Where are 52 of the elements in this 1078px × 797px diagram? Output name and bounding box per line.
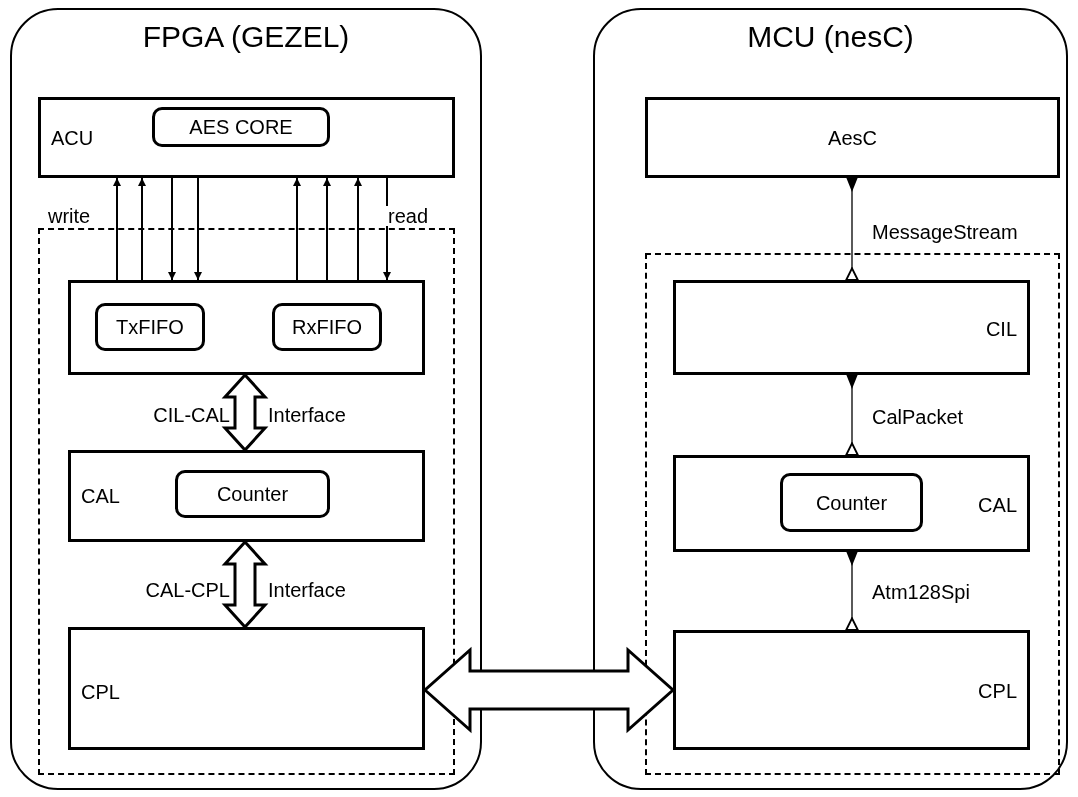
module-box <box>175 470 330 518</box>
edge-label: CalPacket <box>870 407 966 427</box>
edge-label: CIL-CAL <box>151 405 232 425</box>
layer-box <box>68 280 425 375</box>
signal-arrow <box>194 177 202 281</box>
layer-label: AesC <box>827 127 878 148</box>
text-label: Interface <box>266 405 348 425</box>
panel-title: FPGA (GEZEL) <box>141 22 351 52</box>
dashed-group-box <box>38 228 455 775</box>
interface-connector <box>845 177 859 281</box>
interface-connector <box>845 551 859 631</box>
device-panel <box>593 8 1068 790</box>
layer-box <box>673 455 1030 552</box>
signal-arrow <box>168 177 176 281</box>
layer-label: CAL <box>978 494 1017 515</box>
module-box <box>780 473 923 532</box>
double-block-arrow <box>221 372 269 453</box>
layer-label: CIL <box>985 318 1017 339</box>
layer-label: CPL <box>81 682 120 702</box>
layer-box <box>673 630 1030 750</box>
module-box <box>95 303 205 351</box>
module-label: Counter <box>814 492 889 513</box>
text-label: Interface <box>266 580 348 600</box>
layer-label: ACU <box>51 127 94 148</box>
module-label: AES CORE <box>188 117 294 137</box>
module-label: Counter <box>215 484 290 504</box>
layer-label: CAL <box>81 486 120 506</box>
text-label: write <box>46 206 93 226</box>
dashed-group-box <box>645 253 1060 775</box>
layer-box <box>645 97 1060 178</box>
double-block-arrow <box>221 539 269 630</box>
device-panel <box>10 8 482 790</box>
module-label: TxFIFO <box>115 317 185 337</box>
layer-box <box>673 280 1030 375</box>
module-box <box>272 303 382 351</box>
panel-title: MCU (nesC) <box>746 22 915 52</box>
layer-box <box>68 627 425 750</box>
edge-label: MessageStream <box>870 222 1020 242</box>
double-block-arrow <box>422 646 676 734</box>
module-label: RxFIFO <box>291 317 363 337</box>
signal-arrow <box>293 177 301 281</box>
layer-box <box>68 450 425 542</box>
signal-arrow <box>138 177 146 281</box>
edge-label: Atm128Spi <box>870 582 972 602</box>
signal-arrow <box>354 177 362 281</box>
signal-arrow <box>113 177 121 281</box>
layer-box <box>38 97 455 178</box>
layer-label: CPL <box>978 681 1017 701</box>
signal-arrow <box>323 177 331 281</box>
module-box <box>152 107 330 147</box>
interface-connector <box>845 374 859 456</box>
edge-label: CAL-CPL <box>143 580 232 600</box>
